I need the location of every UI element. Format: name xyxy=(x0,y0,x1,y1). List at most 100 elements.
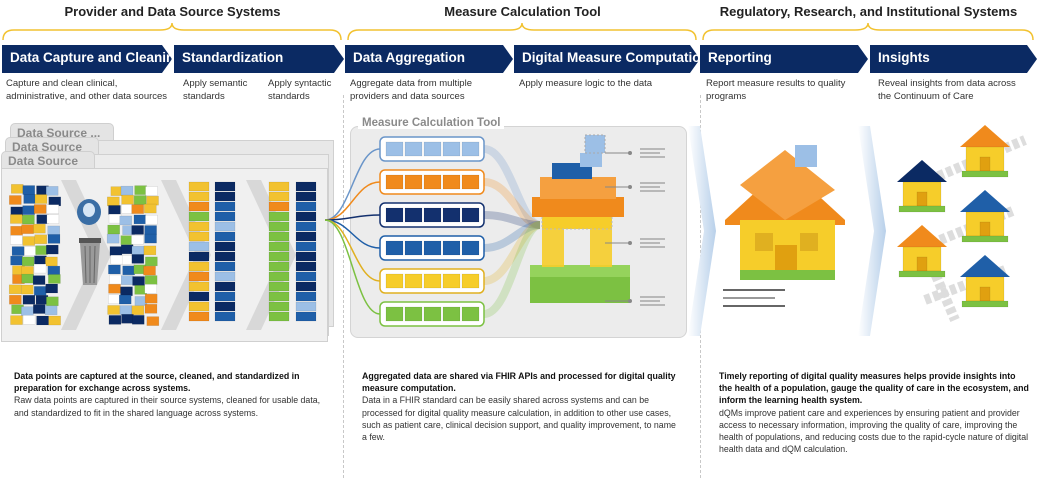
house-lawn xyxy=(961,170,1009,178)
raw-data-brick xyxy=(47,225,60,236)
raw-data-brick xyxy=(48,274,61,284)
raw-data-brick xyxy=(46,296,59,307)
phase-desc-digital-measure: Apply measure logic to the data xyxy=(519,78,653,89)
standardized-brick xyxy=(188,221,210,232)
raw-data-brick xyxy=(120,235,134,245)
raw-data-brick xyxy=(24,246,37,256)
raw-data-brick xyxy=(22,294,36,305)
standardized-brick xyxy=(295,181,317,192)
standardized-brick xyxy=(268,201,290,212)
raw-data-brick xyxy=(11,246,25,256)
aggregation-brick xyxy=(385,273,404,289)
raw-data-brick xyxy=(34,255,47,266)
flow-arrow-band xyxy=(688,126,716,336)
standardized-brick xyxy=(268,271,290,282)
flow-line xyxy=(324,219,381,315)
aggregation-brick xyxy=(442,273,461,289)
raw-data-brick xyxy=(47,265,61,276)
raw-data-brick xyxy=(32,275,46,285)
house-roof xyxy=(897,160,947,182)
raw-data-brick xyxy=(107,224,120,235)
insights-community-illustration xyxy=(897,125,1027,322)
standardized-brick xyxy=(214,311,236,322)
aggregation-brick xyxy=(461,207,480,223)
raw-data-brick xyxy=(131,315,145,325)
flow-band xyxy=(483,211,541,229)
standardized-brick xyxy=(295,291,317,302)
standardized-brick xyxy=(214,241,236,252)
raw-data-brick xyxy=(131,245,145,256)
standardized-brick xyxy=(268,291,290,302)
aggregation-brick xyxy=(442,240,461,256)
standardized-brick xyxy=(188,311,210,322)
raw-data-brick xyxy=(134,185,147,195)
bottom-text-right: Timely reporting of digital quality meas… xyxy=(719,370,1031,455)
phase-desc-insights: Reveal insights from data across the Con… xyxy=(878,78,1016,102)
flow-band xyxy=(483,178,541,229)
standardized-brick xyxy=(268,221,290,232)
raw-data-brick xyxy=(8,284,22,295)
flow-band xyxy=(483,221,541,285)
chevron-arrow-shape xyxy=(345,45,513,73)
raw-data-brick xyxy=(119,305,133,315)
raw-data-brick xyxy=(9,294,22,305)
chevron-arrow-shape xyxy=(2,45,172,73)
aggregation-brick xyxy=(385,207,404,223)
aggregation-brick xyxy=(442,306,461,322)
raw-data-brick xyxy=(46,214,60,224)
flow-line xyxy=(324,181,381,221)
raw-data-brick xyxy=(118,294,132,305)
standardized-brick xyxy=(214,271,236,282)
raw-data-brick xyxy=(107,196,120,207)
raw-data-brick xyxy=(108,315,122,325)
output-dot xyxy=(628,299,632,303)
aggregation-brick xyxy=(404,207,423,223)
standardized-brick xyxy=(268,181,290,192)
aggregation-brick xyxy=(442,141,461,157)
standardized-brick xyxy=(295,281,317,292)
raw-data-brick xyxy=(122,265,135,276)
raw-data-brick xyxy=(22,185,36,195)
brace-regulatory xyxy=(702,22,1034,41)
standardized-brick xyxy=(188,241,210,252)
flow-band xyxy=(483,145,542,229)
standardized-brick xyxy=(295,241,317,252)
raw-data-brick xyxy=(109,246,123,256)
phase-desc-data-aggregation: Aggregate data from multiple providers a… xyxy=(350,78,472,102)
phase-label: Insights xyxy=(878,50,930,65)
aggregation-brick xyxy=(461,141,480,157)
raw-data-brick xyxy=(109,274,122,285)
phase-label: Standardization xyxy=(182,50,284,65)
raw-data-brick xyxy=(22,236,36,246)
house-door xyxy=(916,256,928,272)
raw-data-brick xyxy=(120,244,134,255)
aggregation-brick xyxy=(461,273,480,289)
house-door xyxy=(979,221,991,237)
bottom-middle-heading: Aggregated data are shared via FHIR APIs… xyxy=(362,371,676,394)
standardized-brick xyxy=(295,301,317,312)
raw-data-brick xyxy=(46,204,60,214)
raw-data-brick xyxy=(21,256,35,267)
standardized-brick xyxy=(214,191,236,202)
standardized-brick xyxy=(268,211,290,222)
raw-data-brick xyxy=(45,186,59,196)
raw-data-brick xyxy=(146,316,160,326)
standardized-brick xyxy=(214,261,236,272)
raw-data-brick xyxy=(143,265,156,276)
raw-data-brick xyxy=(48,315,61,326)
raw-data-brick xyxy=(45,256,58,267)
standardized-brick xyxy=(295,311,317,322)
standardized-brick xyxy=(188,191,210,202)
raw-data-brick xyxy=(34,234,48,245)
chevron-arrow-shape xyxy=(174,45,344,73)
standardized-brick xyxy=(268,231,290,242)
raw-data-brick xyxy=(10,315,23,325)
raw-data-brick xyxy=(36,315,49,326)
raw-data-brick xyxy=(108,213,122,224)
standardized-brick xyxy=(188,211,210,222)
raw-data-brick xyxy=(132,276,145,286)
raw-data-bricks-illustration xyxy=(8,180,317,330)
raw-data-brick xyxy=(107,305,120,315)
standardized-brick xyxy=(268,251,290,262)
raw-data-brick xyxy=(45,283,58,294)
